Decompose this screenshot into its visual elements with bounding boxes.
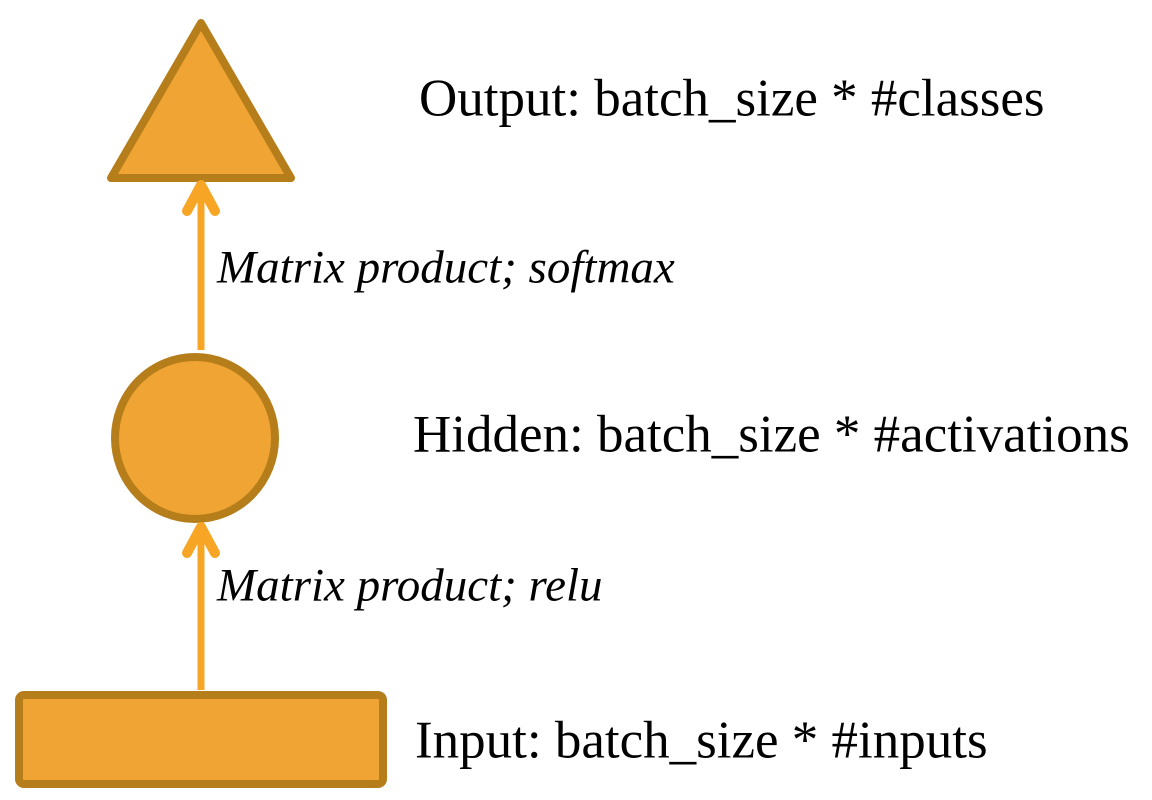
output-node-label: Output: batch_size * #classes	[419, 69, 1045, 128]
edge-label-relu: Matrix product; relu	[217, 559, 603, 612]
arrow-input-to-hidden	[182, 522, 220, 690]
arrow-head-icon	[182, 522, 220, 558]
input-node-rectangle	[15, 691, 387, 788]
input-node-label: Input: batch_size * #inputs	[415, 711, 988, 770]
output-node-triangle	[107, 19, 295, 182]
arrow-head-icon	[182, 180, 220, 216]
hidden-node-circle	[111, 353, 279, 523]
arrow-hidden-to-output	[182, 180, 220, 350]
hidden-node-label: Hidden: batch_size * #activations	[413, 405, 1130, 464]
edge-label-softmax: Matrix product; softmax	[217, 241, 675, 294]
